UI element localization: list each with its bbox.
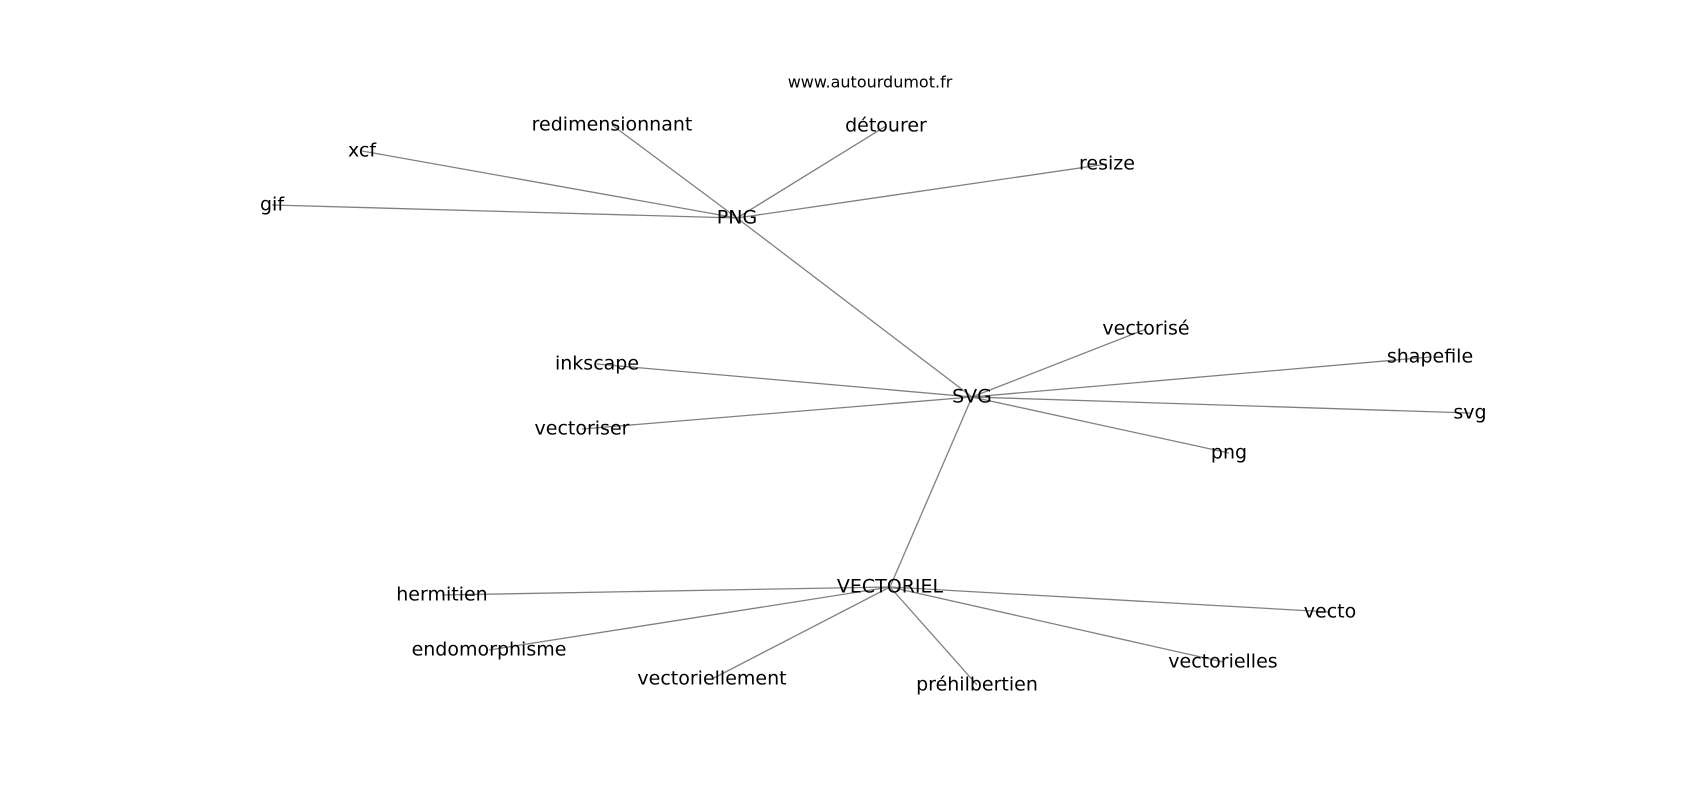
edge-vectoriel_hub-vectoriellement — [711, 586, 891, 680]
node-label-hermitien: hermitien — [396, 584, 487, 606]
edge-svg_hub-shapefile — [971, 356, 1431, 398]
edge-svg_hub-vectorise — [971, 328, 1147, 398]
node-label-svg-lower: svg — [1453, 402, 1486, 424]
node-label-svg-hub: SVG — [952, 386, 992, 408]
node-label-vectoriser: vectoriser — [535, 418, 630, 440]
edge-vectoriel_hub-hermitien — [441, 586, 891, 596]
edge-svg_hub-vectoriel_hub — [889, 396, 973, 588]
node-label-vecto: vecto — [1304, 601, 1356, 623]
edge-vectoriel_hub-prehilbertien — [889, 586, 978, 686]
node-label-redimensionnant: redimensionnant — [532, 114, 693, 136]
node-label-png-hub: PNG — [717, 207, 757, 229]
node-label-vectorise: vectorisé — [1102, 318, 1189, 340]
edge-png_hub-svg_hub — [736, 217, 973, 398]
edge-png_hub-redimensionnant — [611, 124, 738, 219]
edge-png_hub-detourer — [736, 125, 887, 219]
edge-svg_hub-png_lower — [971, 396, 1230, 454]
node-label-resize: resize — [1079, 153, 1135, 175]
edge-svg_hub-svg_lower — [971, 396, 1471, 414]
node-label-png-lower: png — [1211, 442, 1247, 464]
edge-vectoriel_hub-vecto — [889, 586, 1331, 613]
node-label-vectorielles: vectorielles — [1168, 651, 1277, 673]
edge-vectoriel_hub-endomorphisme — [488, 586, 891, 651]
node-label-endomorphisme: endomorphisme — [412, 639, 567, 661]
node-label-detourer: détourer — [845, 115, 927, 137]
edge-png_hub-xcf — [361, 150, 738, 219]
edge-svg_hub-vectoriser — [581, 396, 973, 430]
source-watermark: www.autourdumot.fr — [788, 73, 953, 92]
node-label-xcf: xcf — [348, 140, 377, 162]
edges-layer — [271, 124, 1471, 686]
edge-png_hub-gif — [271, 204, 738, 219]
node-label-vectoriellement: vectoriellement — [637, 668, 786, 690]
labels-layer: PNG SVG VECTORIEL redimensionnant détourer xc… — [260, 114, 1487, 696]
node-label-inkscape: inkscape — [555, 353, 639, 375]
node-label-gif: gif — [260, 194, 285, 216]
edge-svg_hub-inkscape — [596, 363, 973, 398]
edge-vectoriel_hub-vectorielles — [889, 586, 1224, 663]
edge-png_hub-resize — [736, 163, 1108, 219]
node-label-vectoriel-hub: VECTORIEL — [837, 576, 944, 598]
node-label-prehilbertien: préhilbertien — [916, 674, 1038, 696]
node-label-shapefile: shapefile — [1387, 346, 1473, 368]
